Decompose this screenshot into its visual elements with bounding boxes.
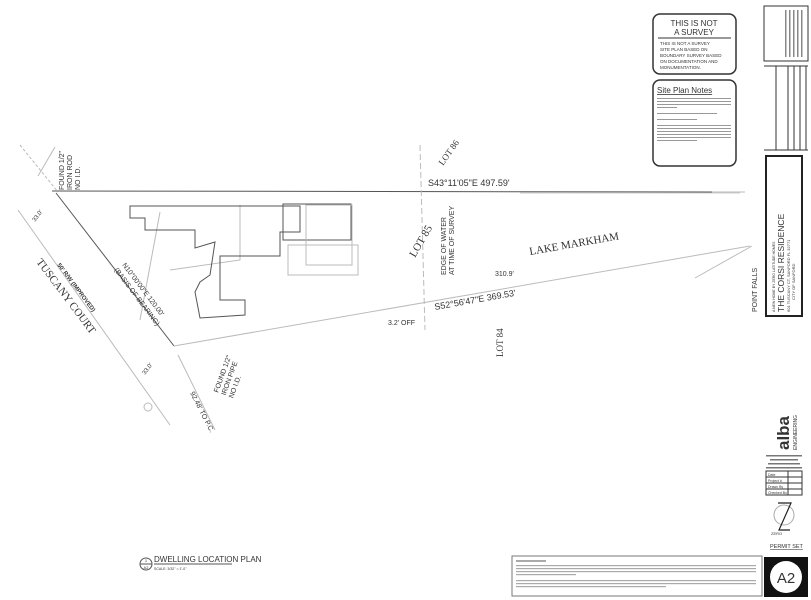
engineer-info xyxy=(766,455,802,469)
patio-outline xyxy=(287,244,359,276)
lot-85-label: LOT 85 xyxy=(407,223,435,260)
lot-line-north xyxy=(37,146,56,177)
project-name: THE CORSI RESIDENCE xyxy=(776,213,786,312)
project-name-box xyxy=(765,155,803,317)
site-plan-notes-title: Site Plan Notes xyxy=(657,86,712,95)
lot-84-label: LOT 84 xyxy=(495,328,505,357)
north-property-line xyxy=(51,190,713,193)
svg-text:Project #: Project # xyxy=(768,479,782,483)
south-property-line xyxy=(173,245,751,347)
lot85-structure xyxy=(305,204,353,266)
drawing-scale: SCALE: 3/32" = 1'-0" xyxy=(154,567,187,571)
edge-of-water-line xyxy=(419,144,426,331)
info-table: Date Project # Drawn By Checked By xyxy=(765,470,803,496)
not-a-survey-title-1: THIS IS NOT xyxy=(670,19,717,28)
sheet-number-circle xyxy=(770,561,802,593)
found-iron-rod-label: FOUND 1/2" IRON ROD NO I.D. xyxy=(59,150,82,190)
svg-text:FOUND 1/2": FOUND 1/2" xyxy=(59,150,66,190)
bearing-bottom: S52°56'47"E 369.53' xyxy=(434,288,517,312)
seal-text xyxy=(785,10,803,57)
dwelling-footprint xyxy=(129,205,301,319)
offset-label: 3.2' OFF xyxy=(388,320,415,327)
street-centerline xyxy=(17,209,171,426)
svg-text:MONUMENTATION.: MONUMENTATION. xyxy=(660,65,701,70)
not-a-survey-box xyxy=(652,13,737,75)
point-falls-line xyxy=(694,245,753,279)
dimension-bottom: 33.0' xyxy=(142,362,155,376)
distance-to-pc: 92.48' TO P.C. xyxy=(188,391,215,434)
alba-logo: alba xyxy=(774,415,793,450)
street-edge-top xyxy=(19,144,59,193)
not-a-survey-body: THIS IS NOT A SURVEY SITE PLAN BASED ON … xyxy=(660,41,722,70)
svg-text:ZERO: ZERO xyxy=(771,531,782,536)
svg-text:Checked By: Checked By xyxy=(768,491,787,495)
drawing-ref-sheet: A2 xyxy=(144,565,150,570)
zero-latitude-logo: ZERO xyxy=(771,502,795,536)
svg-text:THIS IS NOT A SURVEY: THIS IS NOT A SURVEY xyxy=(660,41,710,46)
sheet-number: A2 xyxy=(777,570,795,587)
setback-line-2 xyxy=(169,205,241,271)
permit-set-label: PERMIT SET xyxy=(770,544,804,550)
pool-outline xyxy=(282,203,352,241)
drawing-ref-number: 1 xyxy=(145,558,148,563)
construction-notes-text xyxy=(516,560,756,588)
svg-text:NO I.D.: NO I.D. xyxy=(75,167,82,190)
svg-text:SITE PLAN BASED ON: SITE PLAN BASED ON xyxy=(660,47,708,52)
dimension-top: 33.0' xyxy=(32,209,45,223)
drawing-title: DWELLING LOCATION PLAN xyxy=(154,555,262,564)
site-plan-notes-text xyxy=(657,98,731,141)
point-falls-label: POINT FALLS xyxy=(752,267,759,312)
time-of-survey-label: AT TIME OF SURVEY xyxy=(449,206,456,275)
lake-markham-label: LAKE MARKHAM xyxy=(528,230,620,258)
alba-subtitle: ENGINEERING xyxy=(793,415,799,450)
to-pc-dimension xyxy=(177,354,216,431)
not-a-survey-title-2: A SURVEY xyxy=(674,28,715,37)
project-address: 601 TUSCANY CT, SANFORD FL 32771 xyxy=(786,239,791,312)
lot-86-label: LOT 86 xyxy=(436,138,461,168)
title-block: A NEW HOME BY ZERO LATITUDE HOMES THE CO… xyxy=(763,5,809,597)
west-property-line xyxy=(55,192,175,347)
svg-text:Drawn By: Drawn By xyxy=(768,485,783,489)
svg-text:BOUNDARY SURVEY BASED: BOUNDARY SURVEY BASED xyxy=(660,53,722,58)
svg-text:IRON ROD: IRON ROD xyxy=(67,155,74,190)
svg-text:Date: Date xyxy=(768,473,775,477)
svg-text:ON DOCUMENTATION AND: ON DOCUMENTATION AND xyxy=(660,59,718,64)
construction-notes-box xyxy=(511,555,763,597)
found-iron-pipe-label: FOUND 1/2" IRON PIPE NO I.D. xyxy=(213,354,243,399)
bearing-top: S43°11'05"E 497.59' xyxy=(428,178,510,188)
project-city: CITY OF SANFORD xyxy=(791,264,796,300)
centerline-symbol xyxy=(143,402,153,412)
project-subtitle: A NEW HOME BY ZERO LATITUDE HOMES xyxy=(772,241,776,312)
edge-of-water-label: EDGE OF WATER xyxy=(441,217,448,275)
lake-distance: 310.9' xyxy=(495,271,514,278)
